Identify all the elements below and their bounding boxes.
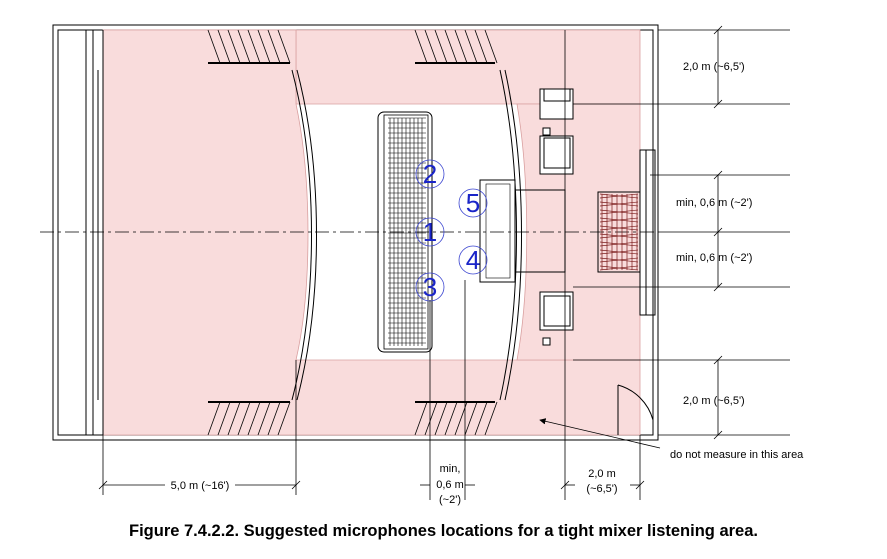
mixing-console <box>377 111 433 353</box>
excluded-zone-rear <box>102 29 309 436</box>
front-window <box>639 149 656 316</box>
dim-label-mixer-gap-1: min, <box>440 463 461 475</box>
curved-walls <box>291 69 522 401</box>
dim-label-bottom-zone: 2,0 m (~6,5') <box>683 395 745 407</box>
dim-label-top-zone: 2,0 m (~6,5') <box>683 61 745 73</box>
microphone-positions: 1 2 3 4 5 <box>415 159 488 302</box>
dim-label-rear-depth: 5,0 m (~16') <box>171 480 230 492</box>
rear-wall-panels <box>85 30 104 435</box>
dim-label-front-depth-1: 2,0 m <box>588 468 616 480</box>
dim-label-mixer-gap-3: (~2') <box>439 494 461 506</box>
right-dimension-lines <box>573 25 790 440</box>
chairs <box>539 88 574 346</box>
floor-plan-diagram: 1 2 3 4 5 <box>40 24 805 506</box>
dim-label-center-lower: min, 0,6 m (~2') <box>676 252 752 264</box>
diffuser-bars <box>208 62 495 403</box>
dim-label-front-depth-2: (~6,5') <box>586 483 617 495</box>
mic-label-1: 1 <box>423 217 437 247</box>
excluded-zone-bottom <box>295 359 641 436</box>
annotation-label: do not measure in this area <box>670 449 804 461</box>
mic-label-3: 3 <box>423 272 437 302</box>
dim-label-mixer-gap-2: 0,6 m <box>436 479 464 491</box>
dim-label-center-upper: min, 0,6 m (~2') <box>676 197 752 209</box>
figure-caption: Figure 7.4.2.2. Suggested microphones lo… <box>129 522 758 540</box>
mic-label-4: 4 <box>466 245 480 275</box>
dimension-labels: 2,0 m (~6,5') min, 0,6 m (~2') min, 0,6 … <box>171 61 805 506</box>
door <box>617 384 654 435</box>
mic-label-2: 2 <box>423 159 437 189</box>
bottom-dimension-lines <box>98 30 645 500</box>
annotation-arrow <box>539 418 661 449</box>
mic-label-5: 5 <box>466 188 480 218</box>
